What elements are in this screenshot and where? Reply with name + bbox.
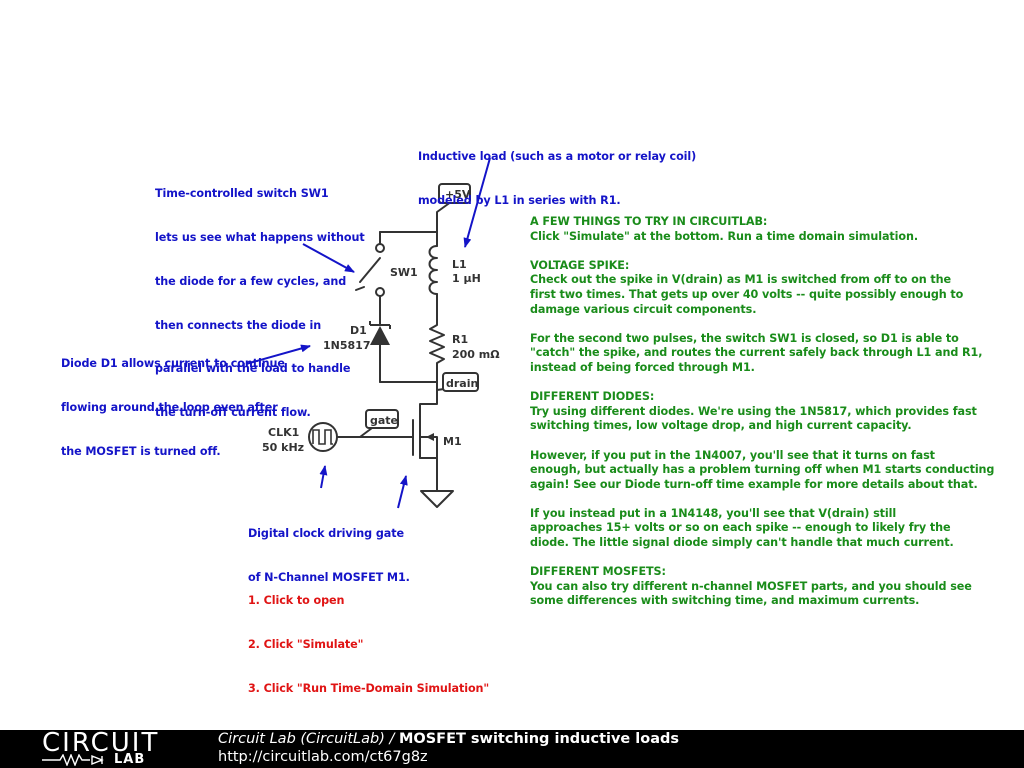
clk1-square-wave-icon: [312, 429, 333, 445]
d1-value: 1N5817: [323, 339, 370, 352]
step-open[interactable]: 1. Click to open: [248, 594, 345, 608]
r1-zigzag: [429, 319, 445, 383]
instruction-spacer: [530, 434, 994, 449]
drain-to-mosfet: [419, 381, 438, 418]
drain-label: drain: [446, 377, 478, 390]
m1-body-link: [419, 436, 438, 459]
diode-arrow: [245, 344, 311, 365]
circuit-url-link[interactable]: http://circuitlab.com/ct67g8z: [218, 749, 428, 765]
instruction-line: switching times, low voltage drop, and h…: [530, 419, 912, 433]
d1-name: D1: [350, 324, 367, 337]
gate-arrow: [397, 475, 408, 509]
l1-value: 1 µH: [452, 272, 481, 285]
sw1-blade: [359, 257, 381, 283]
step-run: 3. Click "Run Time-Domain Simulation": [248, 681, 490, 695]
clk1-value: 50 kHz: [262, 441, 304, 454]
gate-pointer: [359, 427, 373, 438]
l1-name: L1: [452, 258, 467, 271]
circuitlab-logo[interactable]: CIRCUIT: [42, 728, 160, 758]
instruction-line: damage various circuit components.: [530, 302, 757, 316]
diode-note: Diode D1 allows current to continue flow…: [61, 357, 285, 458]
instruction-line: DIFFERENT DIODES:: [530, 390, 655, 404]
instruction-line: enough, but actually has a problem turni…: [530, 463, 995, 477]
circuit-title: MOSFET switching inductive loads: [398, 731, 680, 747]
l1-coil: [428, 245, 438, 295]
instruction-line: DIFFERENT MOSFETS:: [530, 565, 666, 579]
instruction-spacer: [530, 317, 994, 332]
instructions-panel: A FEW THINGS TO TRY IN CIRCUITLAB:Click …: [530, 215, 994, 609]
instruction-spacer: [530, 376, 994, 391]
instruction-line: If you instead put in a 1N4148, you'll s…: [530, 506, 897, 520]
sw1-bottom-contact: [375, 287, 385, 297]
circuit-schematic: +5V gate drain SW1 L1 1 µH D1 1N5817 R1 …: [245, 157, 500, 509]
steps-list: 1. Click to open 2. Click "Simulate" 3. …: [248, 565, 489, 711]
instruction-line: approaches 15+ volts or so on each spike…: [530, 521, 951, 535]
gate-label: gate: [370, 414, 398, 427]
title-separator: /: [384, 731, 399, 747]
instruction-line: Click "Simulate" at the bottom. Run a ti…: [530, 229, 918, 243]
r1-name: R1: [452, 333, 468, 346]
m1-source: [419, 457, 438, 492]
d1-triangle: [370, 326, 390, 345]
step-simulate: 2. Click "Simulate": [248, 637, 364, 651]
instruction-line: A FEW THINGS TO TRY IN CIRCUITLAB:: [530, 215, 768, 228]
inductive-load-note: Inductive load (such as a motor or relay…: [418, 150, 697, 207]
clk1-name: CLK1: [268, 426, 299, 439]
switch-note: Time-controlled switch SW1 lets us see w…: [155, 187, 365, 420]
sw1-label: SW1: [390, 266, 418, 279]
instruction-spacer: [530, 244, 994, 259]
instruction-line: You can also try different n-channel MOS…: [530, 579, 972, 593]
author-name: Circuit Lab (CircuitLab): [218, 731, 385, 747]
instruction-line: For the second two pulses, the switch SW…: [530, 331, 959, 345]
supply-tag: [438, 183, 471, 204]
instruction-line: again! See our Diode turn-off time examp…: [530, 477, 978, 491]
instruction-line: some differences with switching time, an…: [530, 594, 920, 608]
supply-label: +5V: [445, 188, 471, 201]
instruction-line: "catch" the spike, and routes the curren…: [530, 346, 983, 360]
instruction-line: Check out the spike in V(drain) as M1 is…: [530, 273, 951, 287]
inductive-arrow: [463, 157, 491, 248]
footer-title: Circuit Lab (CircuitLab) / MOSFET switch…: [218, 731, 679, 747]
instruction-line: However, if you put in the 1N4007, you'l…: [530, 448, 935, 462]
instruction-line: instead of being forced through M1.: [530, 360, 755, 374]
r1-value: 200 mΩ: [452, 348, 500, 361]
m1-label: M1: [443, 435, 462, 448]
sw1-top-contact: [375, 243, 385, 253]
instruction-spacer: [530, 492, 994, 507]
footer-bar: CIRCUIT LAB Circuit Lab (CircuitLab) / M…: [0, 728, 1024, 768]
instruction-line: Try using different diodes. We're using …: [530, 404, 977, 418]
sw1-control: [355, 286, 365, 291]
clock-note: Digital clock driving gate of N-Channel …: [248, 527, 410, 584]
gate-tag: [365, 409, 399, 429]
switch-arrow: [302, 243, 355, 273]
d1-cathode-bar: [369, 321, 391, 329]
ground-icon: [420, 490, 454, 508]
instruction-line: VOLTAGE SPIKE:: [530, 258, 630, 272]
instruction-spacer: [530, 551, 994, 566]
m1-arrow: [426, 433, 434, 441]
drain-tag: [442, 372, 479, 392]
logo-lab-text: LAB: [114, 752, 146, 767]
instruction-line: diode. The little signal diode simply ca…: [530, 536, 954, 550]
resistor-logo-icon: [42, 754, 104, 766]
clock-arrow: [319, 465, 328, 489]
instruction-line: first two times. That gets up over 40 vo…: [530, 287, 964, 301]
